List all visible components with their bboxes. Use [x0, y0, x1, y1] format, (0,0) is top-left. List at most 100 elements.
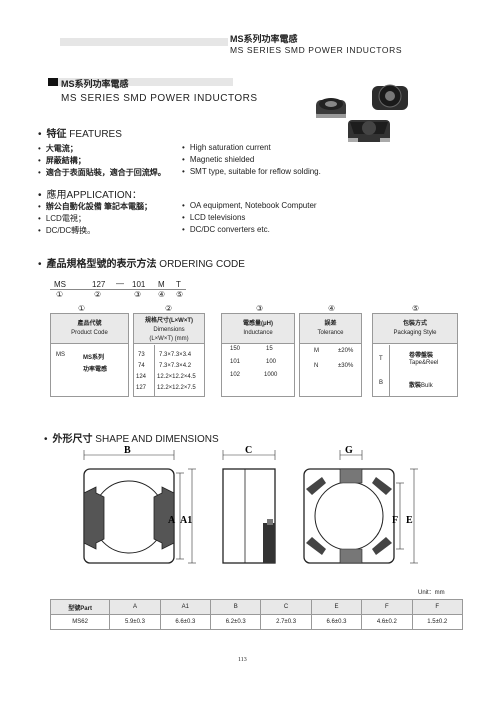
header-bar — [60, 38, 228, 46]
product-code-header: 產品代號 Product Code — [51, 314, 128, 344]
packaging-divider — [389, 345, 390, 397]
application-en-3: DC/DC converters etc. — [182, 225, 270, 234]
dim-value-73: 7.3×7.3×3.4 — [159, 352, 192, 358]
dim-code-124: 124 — [136, 374, 147, 380]
packaging-table: 包裝方式 Packaging Style T 卷帶盤裝 Tape&Reel B … — [372, 313, 458, 397]
col-num-3: ③ — [256, 304, 264, 313]
ind-value-100: 100 — [266, 359, 277, 365]
label-a1: A1 — [180, 515, 192, 526]
code-m: M — [158, 280, 165, 289]
features-heading-en: FEATURES — [69, 129, 122, 140]
features-heading-cn: 特征 — [46, 129, 67, 140]
dim-cell-f: 4.6±0.2 — [361, 614, 413, 630]
table-row: MS62 5.9±0.3 6.6±0.3 6.2±0.3 2.7±0.3 6.6… — [49, 614, 464, 630]
code-underline — [50, 289, 186, 290]
dim-header-c: C — [260, 599, 312, 615]
dim-cell-c: 2.7±0.3 — [260, 614, 312, 630]
code-num-1: ① — [56, 290, 64, 299]
pack-code-b: B — [379, 380, 384, 386]
label-g: G — [345, 445, 353, 456]
header-title-en: MS SERIES SMD POWER INDUCTORS — [230, 45, 403, 55]
dimensions-divider — [154, 345, 155, 397]
pack-tape-en: Tape&Reel — [409, 360, 439, 366]
pack-code-t: T — [379, 356, 383, 362]
application-cn-2: LCD電視； — [38, 213, 86, 224]
dim-code-73: 73 — [138, 352, 145, 358]
ind-value-1000: 1000 — [264, 372, 278, 378]
inductor-small — [316, 98, 346, 118]
tol-code-n: N — [314, 363, 319, 369]
dim-cell-a: 5.9±0.3 — [109, 614, 161, 630]
col-num-1: ① — [78, 304, 86, 313]
pack-bulk: 散裝Bulk — [409, 383, 433, 389]
ind-value-15: 15 — [266, 346, 273, 352]
feature-en-3: SMT type, suitable for reflow solding. — [182, 167, 321, 176]
dim-value-127: 12.2×12.2×7.5 — [157, 385, 196, 391]
inductance-header: 電感量(μH) Inductance — [222, 314, 294, 344]
ind-code-101: 101 — [230, 359, 241, 365]
code-t: T — [176, 280, 181, 289]
unit-label: Unit：mm — [418, 590, 445, 596]
tolerance-table: 誤差 Tolerance M N ±20% ±30% — [299, 313, 362, 397]
features-heading: 特征 FEATURES — [38, 125, 122, 140]
title-bar — [58, 78, 233, 86]
dim-code-127: 127 — [136, 385, 147, 391]
feature-en-2: Magnetic shielded — [182, 155, 254, 164]
dim-header-b: B — [210, 599, 262, 615]
product-photo — [316, 84, 408, 142]
col-num-2: ② — [165, 304, 173, 313]
packaging-header: 包裝方式 Packaging Style — [373, 314, 457, 344]
dim-header-f: F — [361, 599, 413, 615]
section-title-cn: MS系列功率電感 — [61, 79, 129, 89]
code-num-2: ② — [94, 290, 102, 299]
drawing-bottom-view: G F E — [303, 445, 418, 564]
dimension-table: 型號Part A A1 B C E F F MS62 5.9±0.3 6.6±0… — [49, 599, 464, 630]
label-a: A — [168, 515, 176, 526]
feature-cn-1: 大電流； — [38, 143, 78, 154]
product-code-desc-2: 功率電感 — [83, 367, 108, 373]
col-num-4: ④ — [328, 304, 336, 313]
dim-cell-e: 6.6±0.3 — [310, 614, 363, 630]
application-cn-3: DC/DC轉换。 — [38, 225, 95, 236]
tolerance-header: 誤差 Tolerance — [300, 314, 361, 344]
dim-header-a1: A1 — [159, 599, 212, 615]
application-heading: 應用APPLICATION： — [38, 186, 142, 201]
ind-code-150: 150 — [230, 346, 241, 352]
dim-cell-b: 6.2±0.3 — [210, 614, 262, 630]
dim-cell-part: MS62 — [49, 614, 111, 630]
label-e: E — [406, 515, 413, 526]
tol-value-30: ±30% — [338, 363, 354, 369]
label-c: C — [245, 445, 252, 456]
product-code-desc-1: MS系列 — [83, 355, 105, 361]
code-ms: MS — [54, 280, 66, 289]
section-square — [48, 78, 58, 86]
application-en-2: LCD televisions — [182, 213, 245, 222]
col-num-5: ⑤ — [412, 304, 420, 313]
inductance-table: 電感量(μH) Inductance 150 101 102 15 100 10… — [221, 313, 295, 397]
section-title-en: MS SERIES SMD POWER INDUCTORS — [61, 93, 258, 104]
feature-cn-2: 屏蔽結構； — [38, 155, 86, 166]
feature-en-1: High saturation current — [182, 143, 271, 152]
header-title-cn: MS系列功率電感 — [230, 34, 298, 44]
dimensions-header: 規格尺寸(L×W×T) Dimensions (L×W×T) (mm) — [134, 314, 204, 344]
ordering-heading: 產品規格型號的表示方法 ORDERING CODE — [38, 255, 245, 270]
shape-heading: 外形尺寸 SHAPE AND DIMENSIONS — [44, 430, 219, 445]
application-cn-1: 辦公自動化設備 筆記本電腦； — [38, 201, 152, 212]
dim-cell-a1: 6.6±0.3 — [159, 614, 212, 630]
code-num-4: ④ — [158, 290, 166, 299]
dim-header-part: 型號Part — [49, 599, 111, 615]
code-101: 101 — [132, 280, 146, 289]
tol-code-m: M — [314, 348, 319, 354]
feature-cn-3: 適合于表面貼裝，適合于回流焊。 — [38, 167, 166, 178]
product-code-value: MS — [56, 352, 65, 358]
dim-code-74: 74 — [138, 363, 145, 369]
dim-value-74: 7.3×7.3×4.2 — [159, 363, 192, 369]
code-num-5: ⑤ — [176, 290, 184, 299]
dimension-table-header: 型號Part A A1 B C E F F — [49, 599, 464, 615]
code-dash: — — [116, 279, 124, 288]
tol-value-20: ±20% — [338, 348, 354, 354]
dim-cell-f2: 1.5±0.2 — [411, 614, 464, 630]
code-127: 127 — [92, 280, 106, 289]
ind-code-102: 102 — [230, 372, 241, 378]
drawing-top-view: B A A1 — [83, 445, 196, 564]
